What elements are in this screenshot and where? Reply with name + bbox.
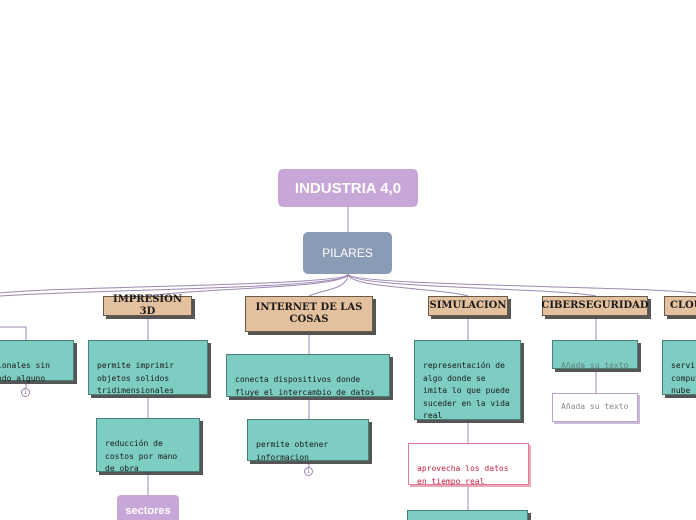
impresion-3d-item-1-text: permite imprimir objetos solidos tridime… [97,361,175,396]
branch-simulacion[interactable]: SIMULACION [428,296,508,316]
impresion-3d-item-2-text: reducción de costos por mano de obra [105,439,178,474]
iot-item-1-text: conecta dispositivos donde fluye el inte… [235,375,375,397]
ciberseguridad-placeholder-1-text: Añada su texto [561,361,629,371]
pilares-topic[interactable]: PILARES [303,232,392,274]
pilares-topic-label: PILARES [322,246,373,260]
branch-impresion-3d[interactable]: IMPRESION 3D [103,294,192,317]
branch-ciberseguridad-title: CIBERSEGURIDAD [541,300,649,311]
simulacion-item-1-text: representación de algo donde se imita lo… [423,361,510,420]
simulacion-item-2-partial[interactable] [407,510,528,520]
simulacion-highlight-text: aprovecha los datos en tiempo real [417,464,509,486]
collapse-marker-iot[interactable]: 1 [304,467,313,476]
sectores-topic[interactable]: sectores [117,495,179,520]
branch-internet-de-las-cosas-title: INTERNET DE LAS COSAS [255,302,363,325]
branch-internet-de-las-cosas[interactable]: INTERNET DE LAS COSAS [245,296,373,332]
impresion-3d-item-1[interactable]: permite imprimir objetos solidos tridime… [88,340,208,395]
iot-item-1[interactable]: conecta dispositivos donde fluye el inte… [226,354,390,397]
partial-left-node-text: ionales sin ndo alguno [0,361,50,383]
simulacion-highlight[interactable]: aprovecha los datos en tiempo real [408,443,529,486]
ciberseguridad-placeholder-2-text: Añada su texto [561,402,629,411]
branch-simulacion-title: SIMULACION [429,300,507,311]
cloud-item-1-text: servi comput nube [671,361,696,396]
partial-left-node[interactable]: ionales sin ndo alguno [0,340,74,383]
cloud-item-1[interactable]: servi comput nube [662,340,696,395]
collapse-marker-iot-count: 1 [306,468,311,475]
iot-item-2-text: permite obtener informacion [256,440,329,462]
collapse-marker-count: 1 [23,389,28,396]
iot-item-2[interactable]: permite obtener informacion [247,419,369,462]
ciberseguridad-placeholder-2[interactable]: Añada su texto [552,393,638,422]
collapse-marker[interactable]: 1 [21,388,30,397]
impresion-3d-item-2[interactable]: reducción de costos por mano de obra [96,418,200,474]
simulacion-item-1[interactable]: representación de algo donde se imita lo… [414,340,521,420]
branch-cloud-title: CLOU [670,300,696,311]
root-topic-label: INDUSTRIA 4,0 [294,179,402,197]
branch-cloud[interactable]: CLOU [664,296,696,316]
sectores-topic-label: sectores [125,505,171,517]
branch-ciberseguridad[interactable]: CIBERSEGURIDAD [541,296,649,316]
branch-impresion-3d-title: IMPRESION 3D [113,294,182,317]
ciberseguridad-placeholder-1[interactable]: Añada su texto [552,340,638,371]
root-topic[interactable]: INDUSTRIA 4,0 [278,169,418,207]
